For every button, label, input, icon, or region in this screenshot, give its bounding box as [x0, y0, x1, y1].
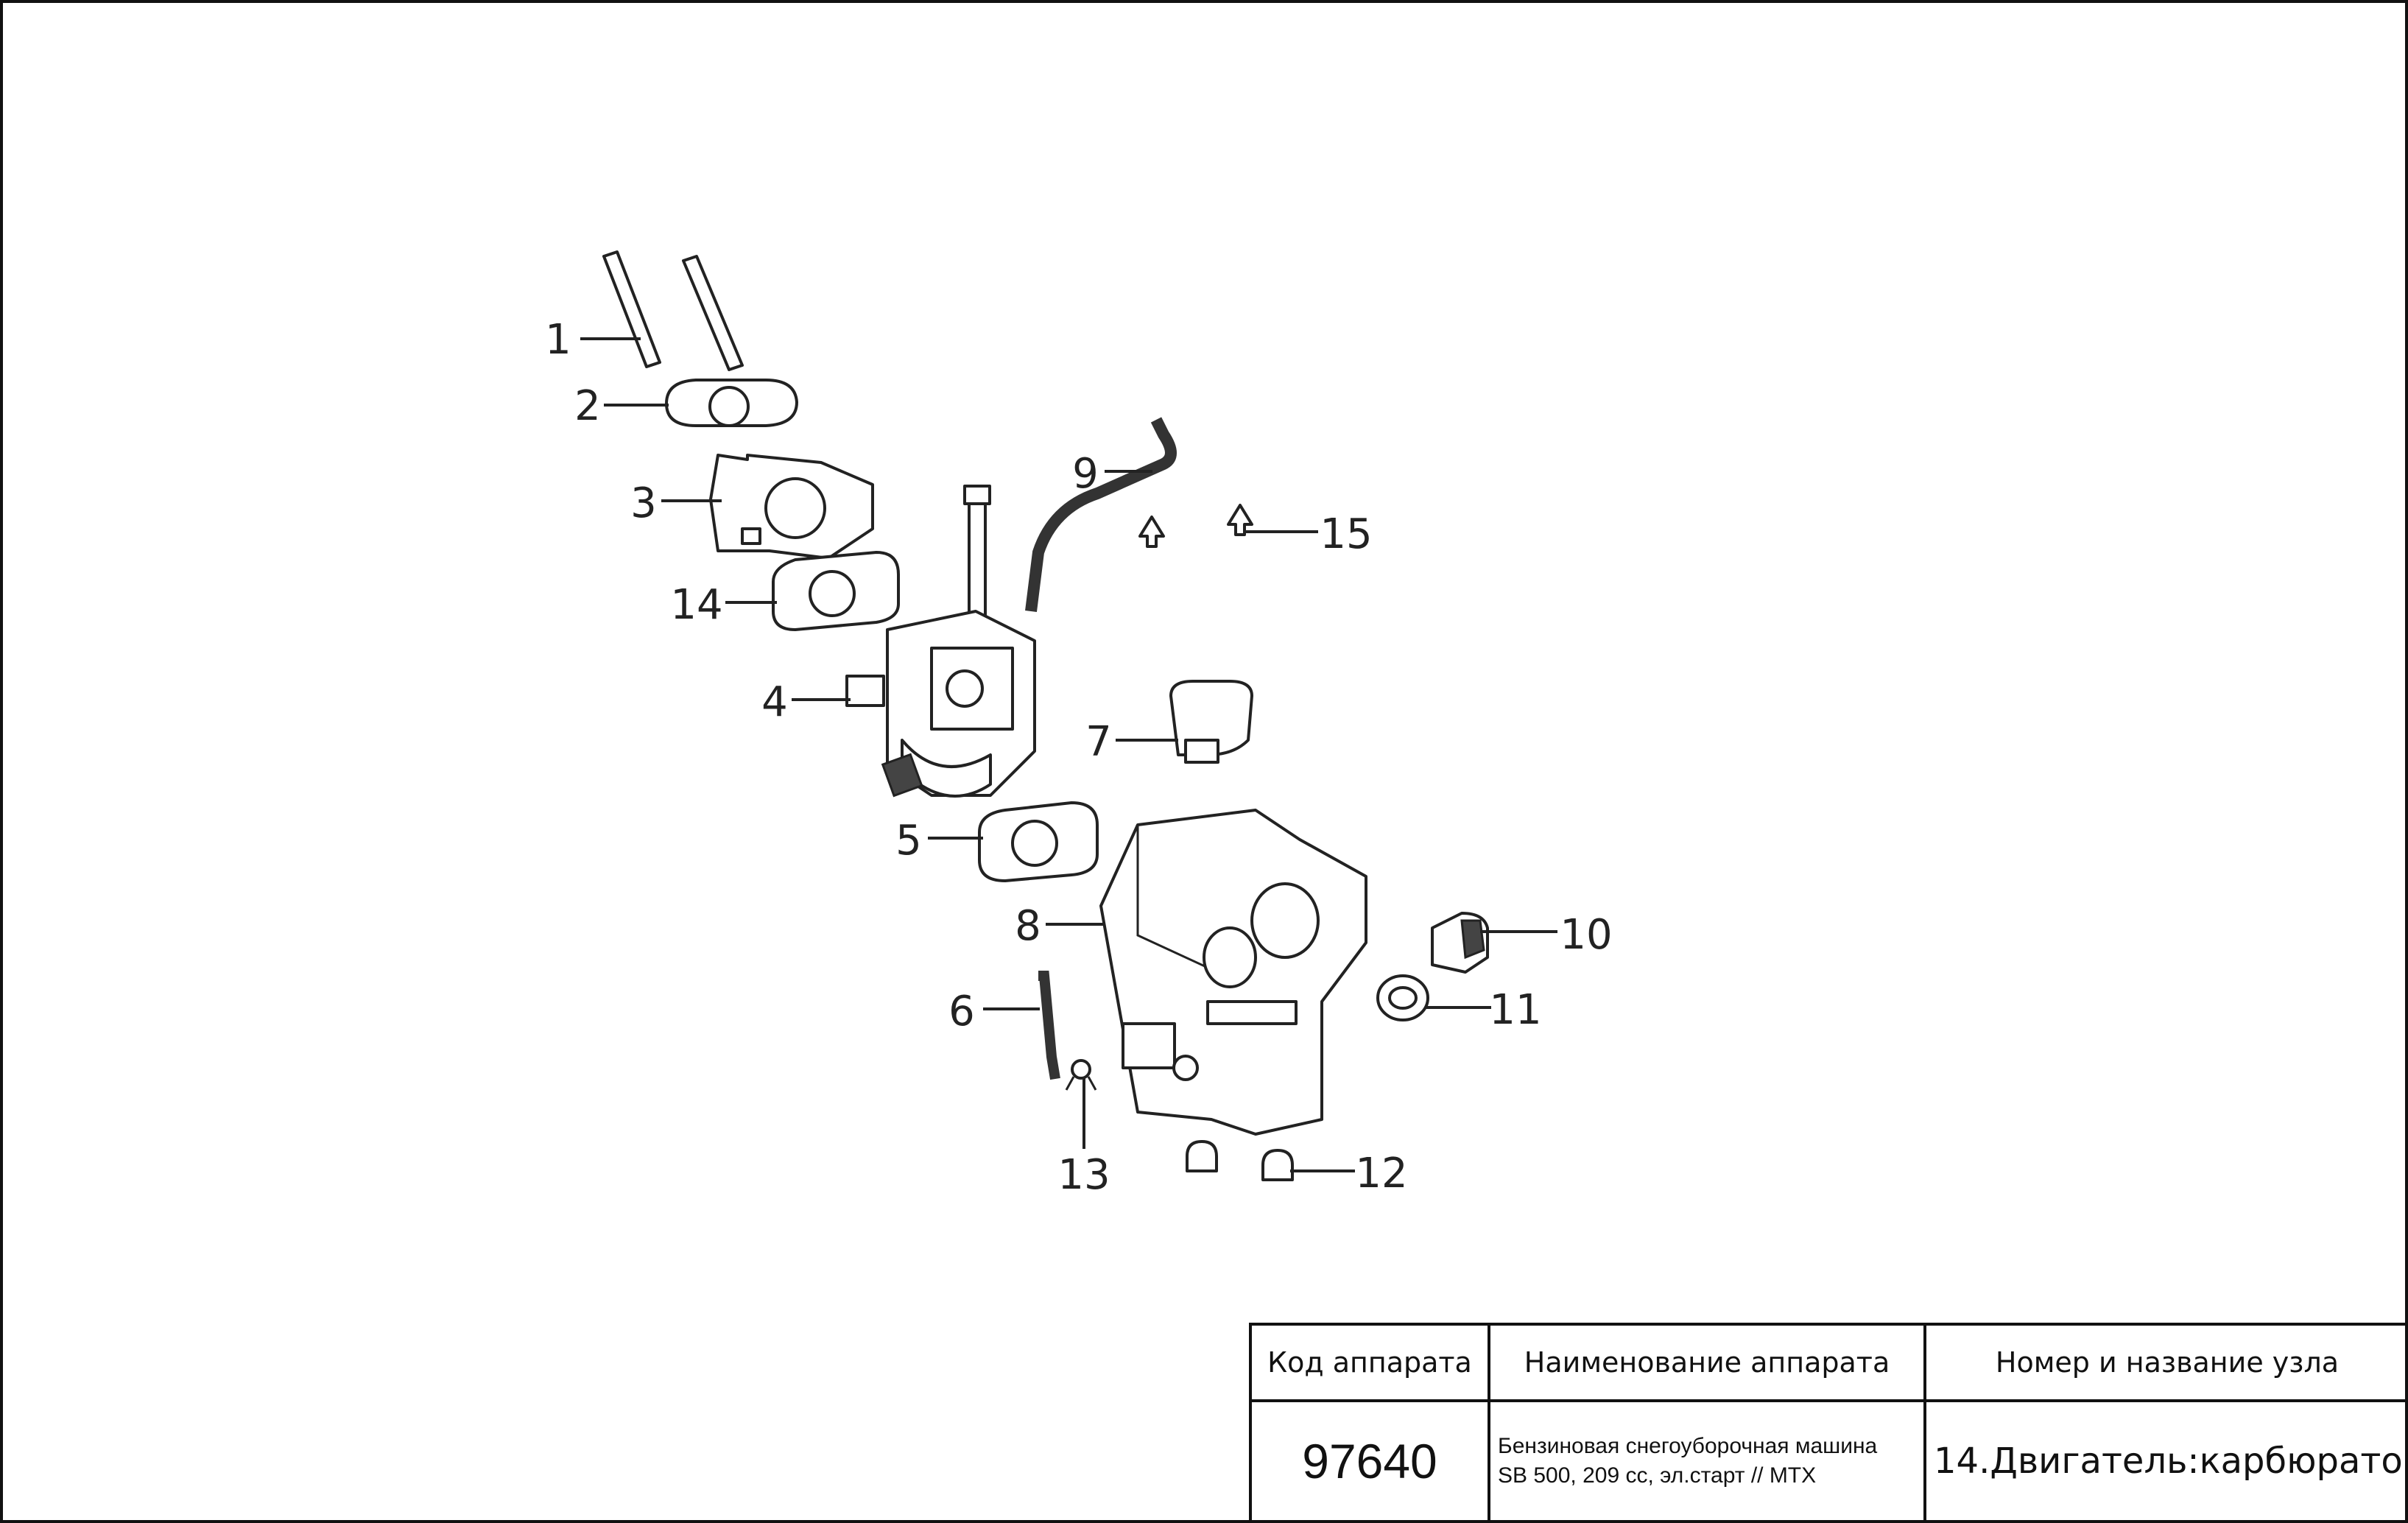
- callout-labels: 1 2 3 14 4 9 15 7 5 8 10 11 6 13 12: [545, 316, 1612, 1199]
- device-name-value: Бензиновая снегоуборочная машина SB 500,…: [1488, 1399, 1926, 1523]
- header-device-code: Код аппарата: [1249, 1323, 1490, 1402]
- part-9-fuel-hose: [1025, 417, 1177, 612]
- callout-11: 11: [1489, 986, 1541, 1034]
- callout-13: 13: [1057, 1151, 1110, 1199]
- title-block: Код аппарата Наименование аппарата Номер…: [1249, 1323, 2408, 1523]
- callout-2: 2: [574, 382, 601, 430]
- part-10-breather: [1431, 912, 1489, 974]
- part-6-drain-hose: [1038, 971, 1060, 1080]
- callout-8: 8: [1015, 902, 1041, 950]
- callout-12: 12: [1355, 1150, 1407, 1197]
- part-13-clamp: [1065, 1059, 1097, 1091]
- leader-lines: [580, 337, 1557, 1172]
- part-3-insulator: [709, 454, 874, 560]
- callout-1: 1: [545, 316, 571, 364]
- callout-7: 7: [1085, 718, 1112, 766]
- callout-4: 4: [761, 678, 788, 726]
- callout-9: 9: [1072, 450, 1099, 498]
- header-node-name: Номер и название узла: [1923, 1323, 2408, 1402]
- callout-5: 5: [895, 817, 922, 865]
- part-7-primer-cap: [1169, 680, 1253, 764]
- part-5-gasket: [978, 801, 1099, 882]
- callout-15: 15: [1320, 510, 1372, 558]
- part-12-nuts: [1186, 1140, 1294, 1181]
- part-11-grommet: [1376, 974, 1429, 1021]
- callout-6: 6: [948, 988, 975, 1035]
- part-4-carburetor: [845, 485, 1036, 798]
- callout-14: 14: [670, 581, 722, 629]
- device-code-value: 97640: [1249, 1399, 1490, 1523]
- node-name-value: 14.Двигатель:карбюратор: [1923, 1399, 2408, 1523]
- part-1-studs: [602, 250, 744, 371]
- callout-10: 10: [1560, 911, 1612, 959]
- device-name-line-2: SB 500, 209 cc, эл.старт // MTX: [1498, 1463, 1817, 1488]
- device-name-line-1: Бензиновая снегоуборочная машина: [1498, 1434, 1878, 1458]
- callout-3: 3: [630, 479, 657, 527]
- part-8-air-filter-housing: [1099, 809, 1367, 1136]
- part-2-gasket: [665, 379, 798, 427]
- header-device-name: Наименование аппарата: [1488, 1323, 1926, 1402]
- part-15-clips: [1138, 504, 1253, 548]
- part-14-gasket: [772, 551, 900, 631]
